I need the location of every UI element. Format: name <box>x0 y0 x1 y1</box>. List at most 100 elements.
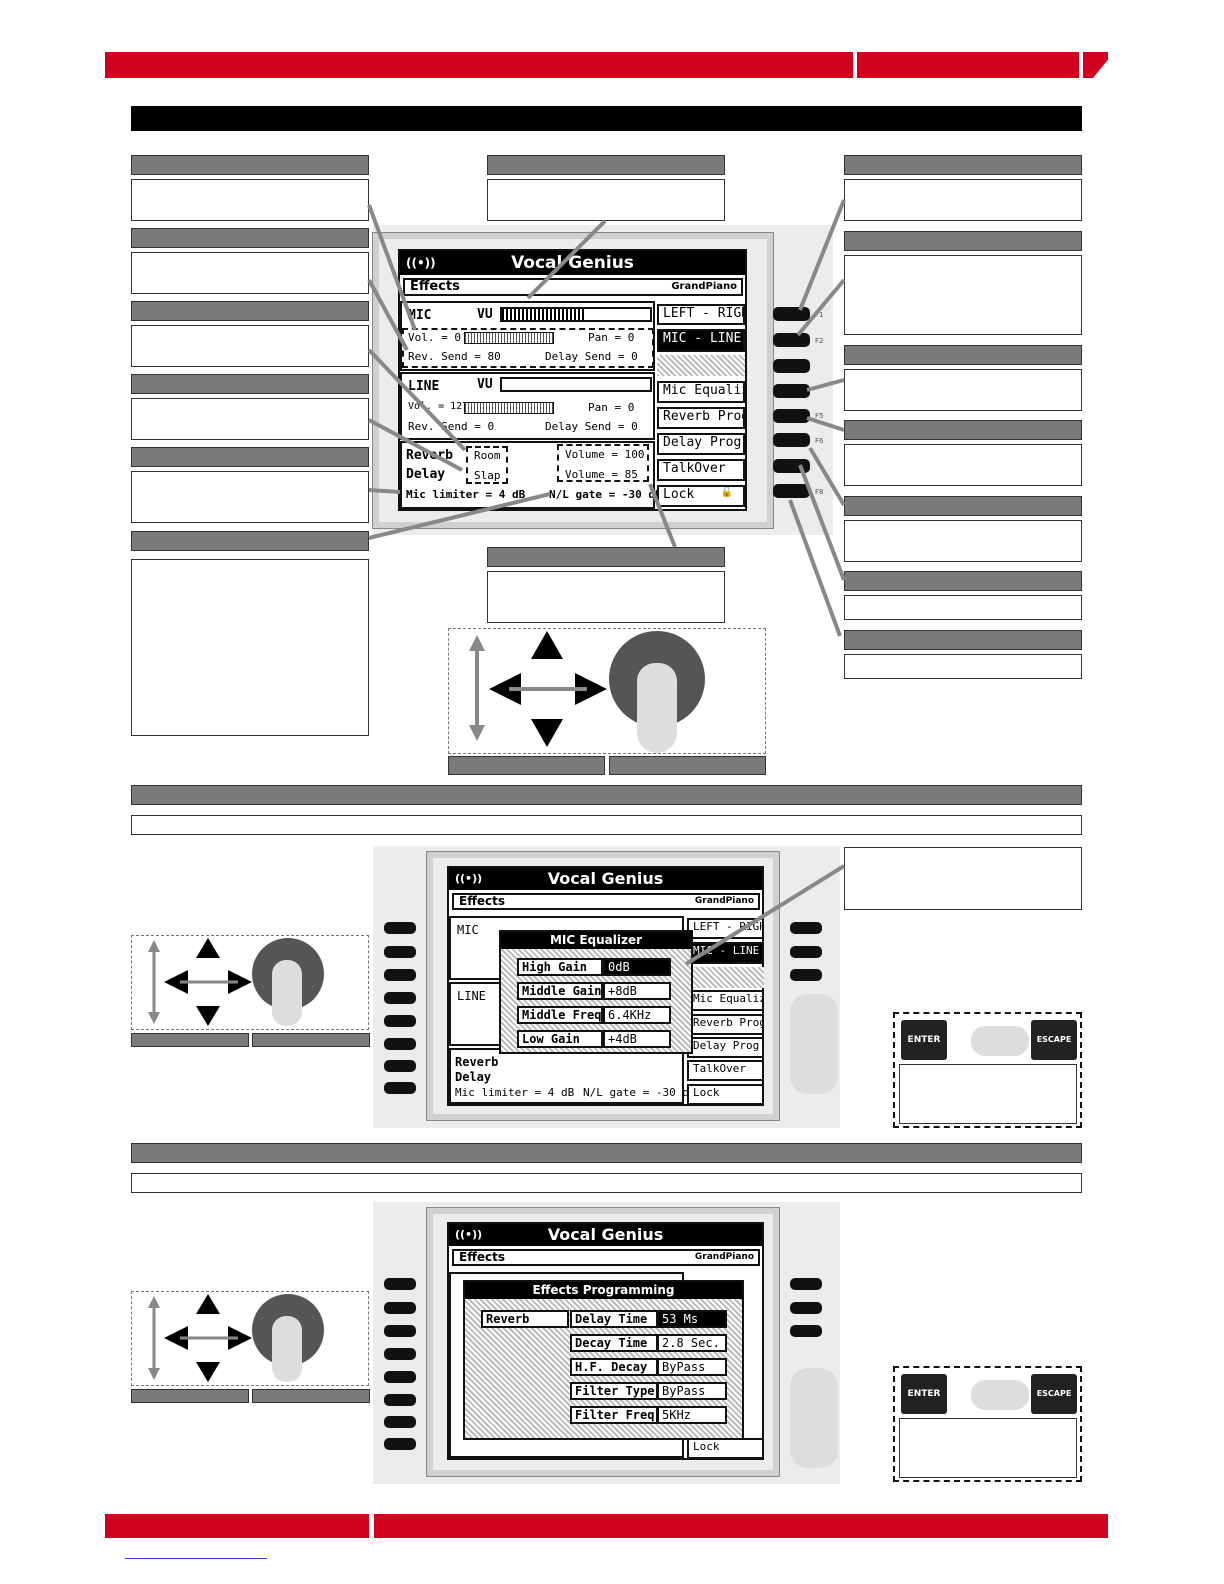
nav-caption-1b <box>609 756 766 775</box>
eq-middle-gain-label: Middle Gain <box>517 982 603 1000</box>
fx-dialog: Effects Programming Reverb Delay Time 53… <box>463 1280 744 1440</box>
fx-delay-time-value[interactable]: 53 Ms <box>657 1310 727 1328</box>
fx-decay-time-label: Decay Time <box>570 1334 658 1352</box>
fx-filter-freq-value[interactable]: 5KHz <box>657 1406 727 1424</box>
s2-left-btn-7[interactable] <box>384 1060 416 1072</box>
pointing-hand-icon-6 <box>252 1294 324 1366</box>
eq-dialog-title: MIC Equalizer <box>501 932 691 949</box>
eq-middle-freq-value[interactable]: 6.4KHz <box>603 1006 671 1024</box>
s3-left-btn-4[interactable] <box>384 1348 416 1360</box>
section-2-subheader <box>131 815 1082 835</box>
softkey-lock-2[interactable]: Lock <box>687 1084 764 1105</box>
enter-escape-group-2: ENTER ESCAPE <box>893 1366 1082 1482</box>
fx-hf-decay-label: H.F. Decay <box>570 1358 658 1376</box>
menu-effects-3: Effects <box>459 1250 505 1264</box>
pointing-hand-icon <box>609 631 705 727</box>
enter-key-2[interactable]: ENTER <box>901 1374 947 1414</box>
escape-key[interactable]: ESCAPE <box>1031 1020 1077 1060</box>
softkey-lock-3[interactable]: Lock <box>687 1438 764 1459</box>
s2-left-btn-8[interactable] <box>384 1082 416 1094</box>
fx-filter-type-label: Filter Type <box>570 1382 658 1400</box>
softkey-talkover-2[interactable]: TalkOver <box>687 1060 764 1081</box>
s2-left-btn-6[interactable] <box>384 1038 416 1050</box>
fx-pane-2: Reverb Delay Mic limiter = 4 dB N/L gate… <box>449 1048 684 1104</box>
s2-left-btn-2[interactable] <box>384 946 416 958</box>
s2-right-btn-3[interactable] <box>790 969 822 981</box>
footer-link-underline[interactable] <box>125 1558 267 1559</box>
s3-left-btn-5[interactable] <box>384 1371 416 1383</box>
mic-antenna-icon-3: ((•)) <box>455 1224 482 1246</box>
nl-gate-2: N/L gate = -30 dB <box>583 1086 696 1099</box>
nav-help-box-3 <box>131 1291 369 1386</box>
s3-left-btn-6[interactable] <box>384 1394 416 1406</box>
eq-dialog: MIC Equalizer High Gain 0dB Middle Gain … <box>499 930 693 1054</box>
nav-caption-1a <box>448 756 605 775</box>
line-label-2: LINE <box>457 989 486 1003</box>
menu-bar-3: Effects GrandPiano <box>452 1249 760 1266</box>
eq-high-gain-label: High Gain <box>517 958 603 976</box>
arrow-keys-icon <box>459 629 619 753</box>
section-3-subheader <box>131 1173 1082 1193</box>
callout-arrow-eq <box>680 860 850 970</box>
nav-help-box-1 <box>448 628 766 754</box>
s3-left-btn-3[interactable] <box>384 1325 416 1337</box>
pointing-hand-icon-7 <box>971 1380 1029 1410</box>
fx-effect-name[interactable]: Reverb <box>481 1310 569 1328</box>
pointing-hand-icon-2 <box>790 994 838 1094</box>
menu-effects-2: Effects <box>459 894 505 908</box>
eq-low-gain-value[interactable]: +4dB <box>603 1030 671 1048</box>
enter-escape-group-1: ENTER ESCAPE <box>893 1012 1082 1128</box>
lcd-fx-title-bar: ((•)) Vocal Genius <box>449 1224 762 1246</box>
nav-caption-2b <box>252 1033 370 1047</box>
enter-key[interactable]: ENTER <box>901 1020 947 1060</box>
s2-left-btn-3[interactable] <box>384 969 416 981</box>
lcd-fx-title: Vocal Genius <box>548 1225 664 1244</box>
s3-right-btn-2[interactable] <box>790 1302 822 1314</box>
pointing-hand-icon-4 <box>971 1026 1029 1056</box>
fx-dialog-title: Effects Programming <box>465 1282 742 1299</box>
s2-left-btn-1[interactable] <box>384 922 416 934</box>
delay-label-2: Delay <box>455 1070 491 1084</box>
softkey-delay-prog-2[interactable]: Delay Prog. <box>687 1037 764 1058</box>
s3-left-btn-7[interactable] <box>384 1416 416 1428</box>
pointing-hand-icon-5 <box>790 1368 838 1468</box>
arrow-keys-icon-2 <box>142 936 262 1030</box>
fx-decay-time-value[interactable]: 2.8 Sec. <box>657 1334 727 1352</box>
nav-caption-3a <box>131 1389 249 1403</box>
eq-middle-gain-value[interactable]: +8dB <box>603 982 671 1000</box>
fx-filter-freq-label: Filter Freq. <box>570 1406 658 1424</box>
softkey-reverb-prog-2[interactable]: Reverb Prog. <box>687 1014 764 1035</box>
softkey-mic-equalizer-2[interactable]: Mic Equalizer <box>687 990 764 1011</box>
fx-delay-time-label: Delay Time <box>570 1310 658 1328</box>
bottom-red-bar-right <box>374 1514 1108 1538</box>
s2-left-btn-5[interactable] <box>384 1015 416 1027</box>
enter-escape-note-1 <box>899 1064 1077 1124</box>
nav-help-box-2 <box>131 935 369 1030</box>
bottom-red-bar-left <box>105 1514 369 1538</box>
enter-escape-note-2 <box>899 1418 1077 1478</box>
mic-label-2: MIC <box>457 923 479 937</box>
pointing-hand-icon-3 <box>252 938 324 1010</box>
reverb-label-2: Reverb <box>455 1055 498 1069</box>
nav-caption-3b <box>252 1389 370 1403</box>
s3-left-btn-2[interactable] <box>384 1302 416 1314</box>
s2-left-btn-4[interactable] <box>384 992 416 1004</box>
s3-right-btn-1[interactable] <box>790 1278 822 1290</box>
nav-caption-2a <box>131 1033 249 1047</box>
s3-left-btn-8[interactable] <box>384 1438 416 1450</box>
fx-filter-type-value[interactable]: ByPass <box>657 1382 727 1400</box>
s3-right-btn-3[interactable] <box>790 1325 822 1337</box>
section-3-header <box>131 1143 1082 1163</box>
escape-key-2[interactable]: ESCAPE <box>1031 1374 1077 1414</box>
eq-high-gain-value[interactable]: 0dB <box>603 958 671 976</box>
sound-name-3: GrandPiano <box>695 1252 754 1262</box>
fx-hf-decay-value[interactable]: ByPass <box>657 1358 727 1376</box>
lcd-eq-title: Vocal Genius <box>548 869 664 888</box>
mic-antenna-icon-2: ((•)) <box>455 868 482 890</box>
s3-left-btn-1[interactable] <box>384 1278 416 1290</box>
arrow-keys-icon-3 <box>142 1292 262 1386</box>
mic-limiter-2: Mic limiter = 4 dB <box>455 1086 574 1099</box>
softkey-empty-2 <box>687 967 764 988</box>
section-2-header <box>131 785 1082 805</box>
eq-middle-freq-label: Middle Freq. <box>517 1006 603 1024</box>
